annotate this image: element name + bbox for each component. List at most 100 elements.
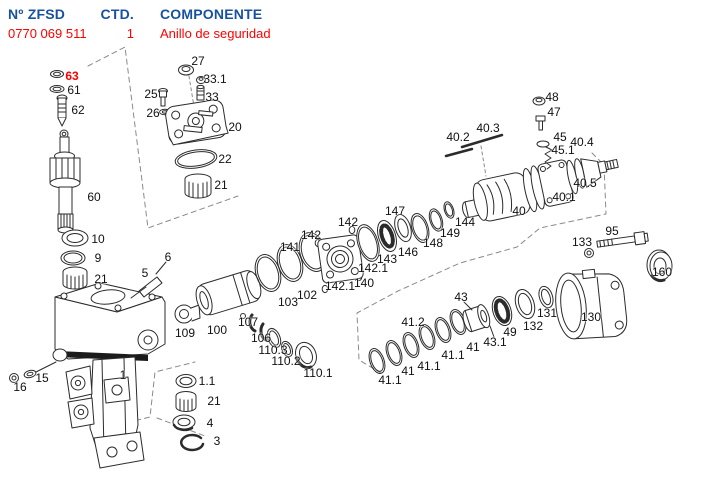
flange-140-drawing (317, 234, 364, 284)
bearing-rings-left-drawing (60, 229, 89, 290)
bolt-95-drawing (584, 231, 649, 258)
snap-ring-63-drawing (49, 70, 65, 93)
part-label-47[interactable]: 47 (547, 105, 561, 119)
part-label-133[interactable]: 133 (571, 235, 593, 249)
cover-plate-20-drawing (165, 99, 229, 146)
part-label-102[interactable]: 102 (296, 288, 318, 302)
part-label-100[interactable]: 100 (206, 323, 228, 337)
part-label-20[interactable]: 20 (228, 120, 242, 134)
part-label-61[interactable]: 61 (67, 83, 81, 97)
part-label-62[interactable]: 62 (71, 103, 85, 117)
part-zfsd-number: 0770 069 511 (8, 26, 87, 41)
part-label-22[interactable]: 22 (218, 152, 232, 166)
part-label-41[interactable]: 41 (466, 340, 480, 354)
part-label-40.4[interactable]: 40.4 (570, 135, 594, 149)
part-label-43[interactable]: 43 (454, 290, 468, 304)
part-label-40.2[interactable]: 40.2 (446, 130, 470, 144)
part-label-27[interactable]: 27 (191, 54, 205, 68)
bolt-62-drawing (56, 94, 68, 127)
part-label-33.1[interactable]: 33.1 (203, 72, 227, 86)
part-label-48[interactable]: 48 (545, 90, 559, 104)
part-label-40.3[interactable]: 40.3 (476, 121, 500, 135)
part-label-41[interactable]: 41 (401, 364, 415, 378)
part-label-21[interactable]: 21 (214, 178, 228, 192)
part-label-146[interactable]: 146 (397, 245, 419, 259)
inset-boundary-dashed (87, 46, 607, 437)
part-label-16[interactable]: 16 (13, 380, 27, 394)
part-label-107[interactable]: 107 (237, 315, 259, 329)
part-label-142.1[interactable]: 142.1 (357, 261, 389, 275)
plug-16-15-drawing (9, 361, 57, 383)
part-label-140[interactable]: 140 (353, 276, 375, 290)
part-label-132[interactable]: 132 (522, 319, 544, 333)
part-label-41.1[interactable]: 41.1 (378, 373, 402, 387)
part-label-41.1[interactable]: 41.1 (417, 359, 441, 373)
col-quantity: CTD. (100, 6, 134, 22)
part-label-142[interactable]: 142 (300, 228, 322, 242)
part-label-142.1[interactable]: 142.1 (324, 279, 356, 293)
part-label-106[interactable]: 106 (250, 331, 272, 345)
seal-rings-131-132-drawing (514, 285, 554, 320)
part-label-21[interactable]: 21 (94, 272, 108, 286)
seal-160-drawing (646, 249, 673, 283)
part-label-110.2[interactable]: 110.2 (271, 354, 301, 368)
part-label-142[interactable]: 142 (337, 215, 359, 229)
part-label-95[interactable]: 95 (605, 224, 619, 238)
part-label-25[interactable]: 25 (144, 87, 158, 101)
part-label-1[interactable]: 1 (119, 368, 127, 382)
part-label-40.1[interactable]: 40.1 (552, 190, 576, 204)
part-label-130[interactable]: 130 (580, 310, 602, 324)
part-label-40[interactable]: 40 (512, 204, 526, 218)
part-label-147[interactable]: 147 (384, 204, 406, 218)
part-label-131[interactable]: 131 (536, 306, 558, 320)
part-label-41.1[interactable]: 41.1 (441, 348, 465, 362)
pin-5-drawing (130, 261, 167, 299)
part-label-110.3[interactable]: 110.3 (258, 343, 288, 357)
part-label-60[interactable]: 60 (87, 190, 101, 204)
nut-27-drawing (178, 64, 194, 76)
end-housing-130-drawing (555, 268, 628, 340)
part-label-143[interactable]: 143 (376, 252, 398, 266)
bearing-21-top-drawing (184, 173, 212, 199)
part-label-49[interactable]: 49 (503, 325, 517, 339)
sector-shaft-drawing (49, 129, 81, 234)
part-label-21[interactable]: 21 (207, 394, 221, 408)
adjuster-43-drawing (462, 301, 495, 338)
part-label-149[interactable]: 149 (439, 226, 461, 240)
part-label-40.5[interactable]: 40.5 (573, 176, 597, 190)
part-label-41.2[interactable]: 41.2 (401, 315, 425, 329)
part-label-144[interactable]: 144 (454, 215, 476, 229)
part-label-33[interactable]: 33 (205, 90, 219, 104)
control-valve-40-drawing (444, 96, 619, 222)
part-label-5[interactable]: 5 (141, 266, 149, 280)
part-label-109[interactable]: 109 (174, 326, 196, 340)
o-ring-22-drawing (174, 149, 218, 169)
part-label-110.1[interactable]: 110.1 (303, 366, 333, 380)
bolt-25-drawing (158, 88, 168, 107)
part-label-160[interactable]: 160 (651, 265, 673, 279)
part-label-15[interactable]: 15 (35, 371, 49, 385)
part-label-148[interactable]: 148 (422, 236, 444, 250)
part-label-45.1[interactable]: 45.1 (551, 143, 575, 157)
part-label-9[interactable]: 9 (94, 251, 102, 265)
housing-drawing (52, 282, 166, 469)
part-label-10[interactable]: 10 (91, 232, 105, 246)
part-label-1.1[interactable]: 1.1 (198, 374, 216, 388)
part-label-43.1[interactable]: 43.1 (483, 335, 507, 349)
valve-housing-100-drawing (195, 270, 262, 316)
part-label-103[interactable]: 103 (277, 295, 299, 309)
part-label-4[interactable]: 4 (206, 416, 214, 430)
part-label-26[interactable]: 26 (146, 106, 160, 120)
plug-109-drawing (174, 304, 201, 324)
part-label-6[interactable]: 6 (164, 250, 172, 264)
thrust-bearing-49-drawing (491, 295, 513, 327)
part-label-141[interactable]: 141 (279, 240, 301, 254)
part-label-63[interactable]: 63 (65, 69, 79, 83)
nut-33-1-drawing (196, 76, 206, 84)
sector-shaft-bearing-kit-drawing (172, 374, 205, 452)
part-label-45[interactable]: 45 (553, 130, 567, 144)
part-label-3[interactable]: 3 (213, 434, 221, 448)
